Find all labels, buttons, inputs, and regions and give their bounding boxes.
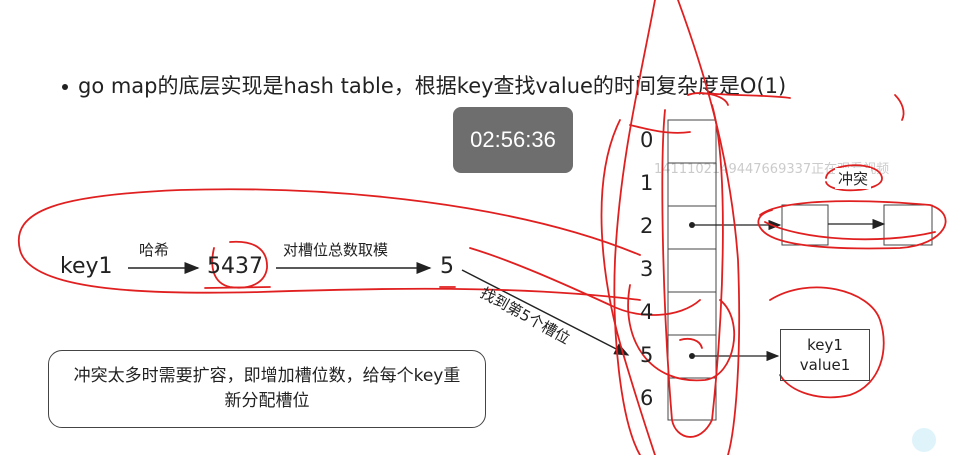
red-annotations (17, 0, 947, 455)
entry-box: key1 value1 (780, 329, 870, 381)
modulo-label: 对槽位总数取模 (283, 241, 389, 259)
list-node-2 (883, 204, 933, 246)
viewer-watermark: 1411102149447669337正在观看视频 (654, 162, 890, 177)
resize-note: 冲突太多时需要扩容，即增加槽位数，给每个key重新分配槽位 (48, 350, 486, 428)
slot-index-value: 5 (440, 254, 454, 279)
hash-label: 哈希 (139, 241, 170, 259)
headline: go map的底层实现是hash table，根据key查找value的时间复杂… (62, 70, 786, 100)
find-slot-arrow (461, 269, 630, 356)
video-timer: 02:56:36 (453, 107, 573, 173)
slot-number-6: 6 (640, 386, 654, 410)
slot-number-5: 5 (640, 343, 654, 367)
slot-number-2: 2 (640, 214, 654, 238)
slot-number-0: 0 (640, 128, 654, 152)
key-label: key1 (60, 254, 113, 279)
entry-value: value1 (799, 356, 851, 374)
corner-circle-icon (912, 428, 936, 452)
headline-text: go map的底层实现是hash table，根据key查找value的时间复杂… (78, 74, 787, 98)
slot-number-1: 1 (640, 171, 654, 195)
conflict-label: 冲突 (835, 168, 872, 189)
resize-note-text: 冲突太多时需要扩容，即增加槽位数，给每个key重新分配槽位 (73, 366, 461, 411)
slot-number-4: 4 (640, 300, 654, 324)
list-node-1 (781, 204, 829, 246)
entry-key: key1 (807, 336, 843, 354)
slot-column (667, 119, 717, 421)
bullet-icon (62, 84, 68, 90)
hash-value: 5437 (207, 254, 263, 279)
slot-number-3: 3 (640, 257, 654, 281)
